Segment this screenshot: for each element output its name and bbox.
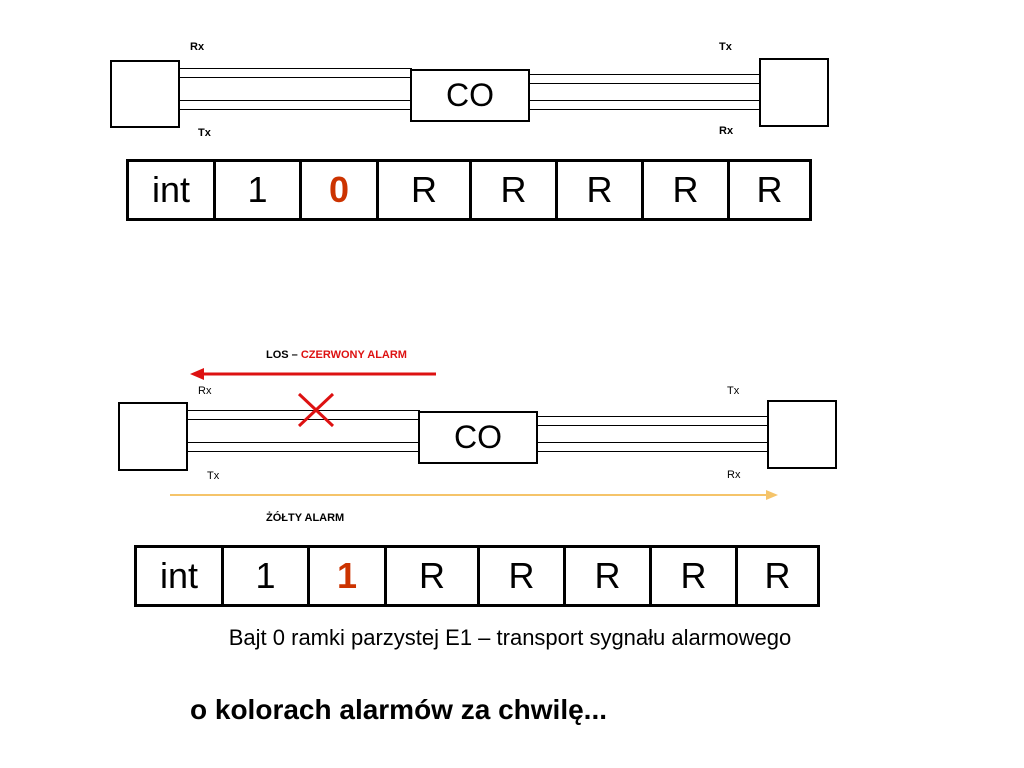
frame-cell: R xyxy=(558,162,644,218)
red-alarm-arrow xyxy=(190,368,436,380)
line xyxy=(536,442,767,443)
left-terminal-box xyxy=(110,60,180,128)
frame-cell: R xyxy=(756,169,783,210)
e1-frame-byte: int 1 0 R R R R R xyxy=(126,159,812,221)
frame-cell: R xyxy=(566,548,652,604)
line xyxy=(528,109,759,110)
line xyxy=(536,451,767,452)
left-terminal-box xyxy=(118,402,188,471)
los-label-prefix: LOS – xyxy=(266,349,301,361)
yellow-alarm-label: ŻÓŁTY ALARM xyxy=(266,512,345,524)
frame-cell: 1 xyxy=(216,162,302,218)
co-box: CO xyxy=(410,69,530,122)
yellow-alarm-arrow xyxy=(170,490,778,500)
line xyxy=(528,100,759,101)
line xyxy=(180,77,412,78)
right-terminal-box xyxy=(767,400,837,469)
line xyxy=(536,416,767,417)
co-label: CO xyxy=(454,419,502,455)
line xyxy=(188,410,420,411)
frame-cell: R xyxy=(387,548,480,604)
red-alarm-label: CZERWONY ALARM xyxy=(300,349,407,361)
rx-label: Rx xyxy=(727,469,741,481)
frame-cell: R xyxy=(644,162,730,218)
los-label: LOS – CZERWONY ALARM xyxy=(266,349,407,361)
tx-label: Tx xyxy=(727,385,740,397)
teaser-text: o kolorach alarmów za chwilę... xyxy=(190,694,608,725)
tx-label: Tx xyxy=(198,127,211,139)
line xyxy=(188,442,420,443)
co-label: CO xyxy=(446,77,494,113)
rx-label: Rx xyxy=(190,41,205,53)
frame-cell-highlighted: 0 xyxy=(302,162,379,218)
frame-cell: R xyxy=(379,162,472,218)
frame-cell: int xyxy=(137,548,224,604)
tx-label: Tx xyxy=(719,41,732,53)
rx-label: Rx xyxy=(719,125,734,137)
line xyxy=(180,100,412,101)
caption: Bajt 0 ramki parzystej E1 – transport sy… xyxy=(228,625,792,650)
e1-frame-byte: int 1 1 R R R R R xyxy=(134,545,820,607)
frame-cell-highlighted: 1 xyxy=(310,548,387,604)
line xyxy=(180,109,412,110)
rx-label: Rx xyxy=(198,385,212,397)
frame-cell: R xyxy=(764,555,791,596)
frame-cell: 1 xyxy=(224,548,310,604)
co-box: CO xyxy=(418,411,538,464)
frame-cell: R xyxy=(472,162,558,218)
frame-cell: int xyxy=(129,162,216,218)
break-cross-icon xyxy=(297,392,335,428)
frame-cell: R xyxy=(480,548,566,604)
tx-label: Tx xyxy=(207,470,220,482)
line xyxy=(528,74,759,75)
line xyxy=(188,451,420,452)
right-terminal-box xyxy=(759,58,829,127)
line xyxy=(536,425,767,426)
line xyxy=(180,68,412,69)
frame-cell: R xyxy=(652,548,738,604)
line xyxy=(528,83,759,84)
